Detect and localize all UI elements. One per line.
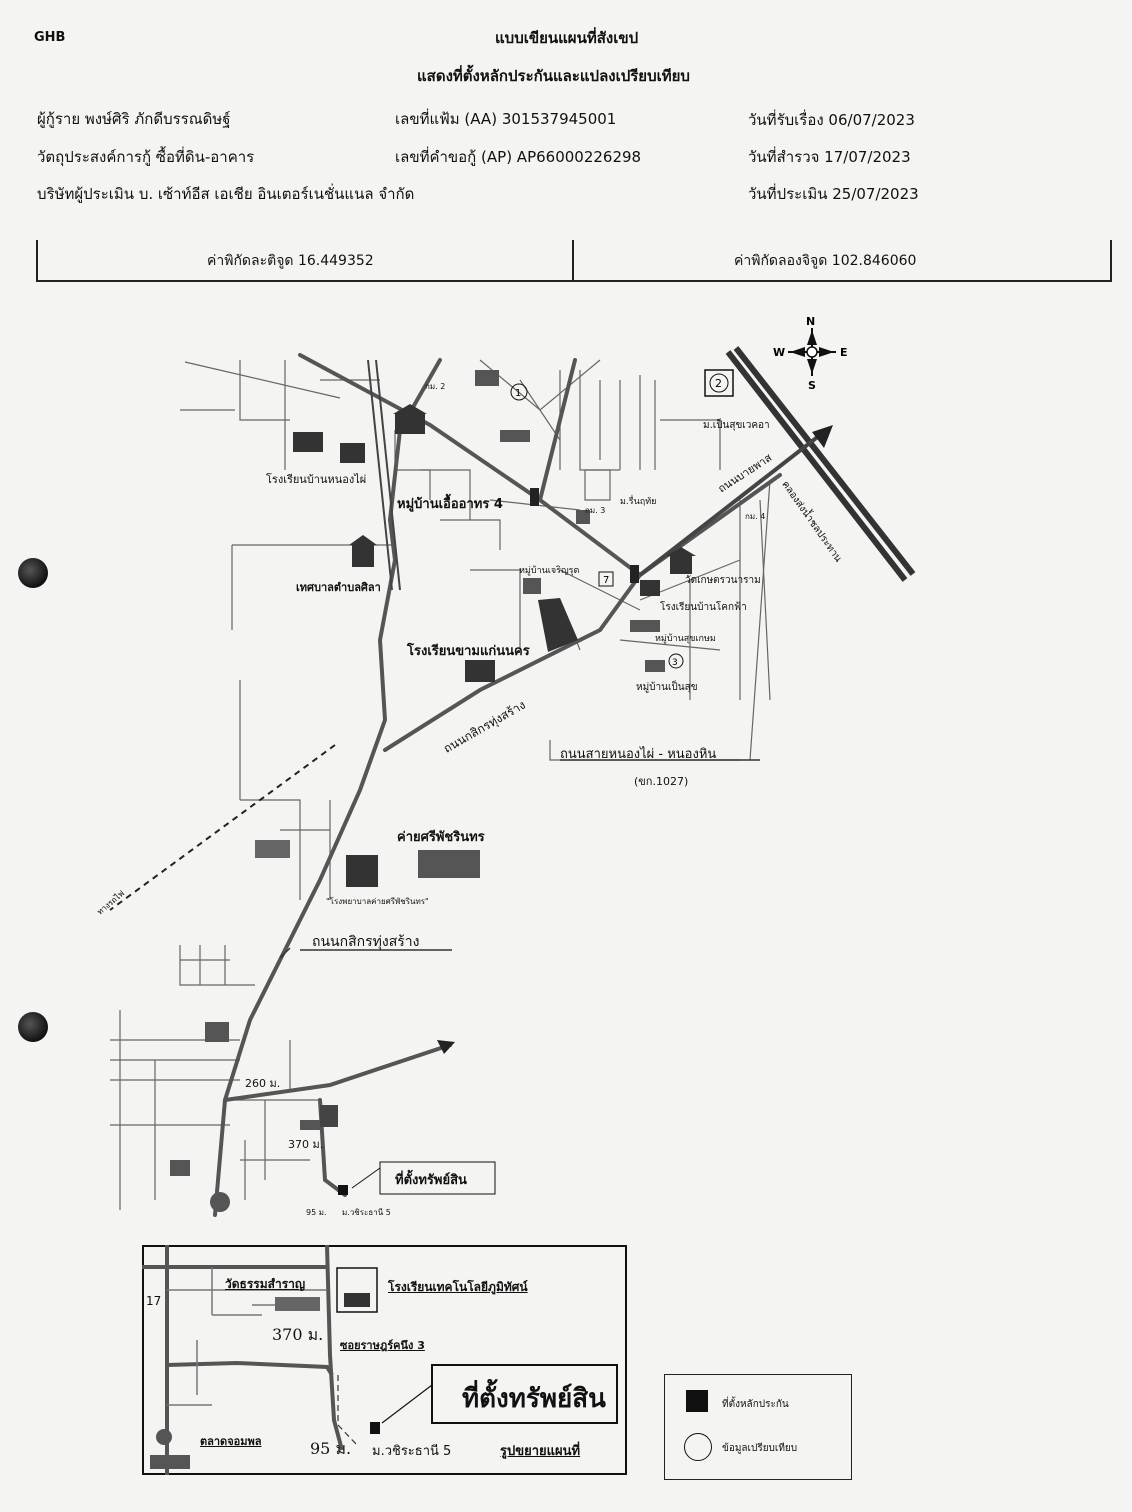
inset-property-callout [381, 1384, 433, 1424]
label-m-wachira: ม.วชิระธานี 5 [342, 1208, 391, 1217]
label-muban-suk-kasem: หมู่บ้านสุขเกษม [655, 634, 716, 644]
railway-line [109, 744, 336, 911]
longitude-value: ค่าพิกัดลองจิจูด 102.846060 [734, 253, 917, 269]
inset-school-icon [336, 1267, 378, 1313]
traffic-light-2 [630, 565, 639, 583]
svg-text:7: 7 [603, 575, 609, 586]
comparison-circle-3 [668, 653, 684, 669]
appraisal-date: วันที่ประเมิน 25/07/2023 [748, 185, 919, 203]
comparison-box-2 [704, 369, 734, 397]
compass-icon [788, 328, 836, 376]
received-date: วันที่รับเรื่อง 06/07/2023 [748, 111, 915, 129]
property-label-box [379, 1161, 496, 1195]
traffic-light-1 [530, 488, 539, 506]
binder-hole-bottom [18, 1012, 48, 1042]
store-7-icon [598, 571, 614, 587]
legend-collateral-swatch [686, 1390, 708, 1412]
purpose: วัตถุประสงค์การกู้ ซื้อที่ดิน-อาคาร [37, 148, 255, 166]
svg-text:3: 3 [672, 658, 678, 668]
inset-distance-95: 95 ม. [310, 1439, 352, 1458]
inset-market-label: ตลาดจอมพล [200, 1435, 262, 1448]
label-m-pensuk-vegas: ม.เป็นสุขเวคอา [703, 420, 770, 431]
label-school-nongphai: โรงเรียนบ้านหนองไผ่ [266, 473, 367, 486]
inset-soi-label: ซอยราษฎร์คนึง 3 [340, 1339, 425, 1352]
compass-w: W [773, 346, 785, 359]
request-number: เลขที่คำขอกู้ (AP) AP66000226298 [395, 148, 642, 166]
label-km3: กม. 3 [585, 506, 606, 515]
label-muban-jaroenrut: หมู่บ้านเจริญรุต [519, 566, 580, 576]
inset-side-number: 17 [146, 1294, 162, 1308]
village-block [538, 598, 578, 652]
label-m-ruenruesa: ม.รื่นฤทัย [620, 497, 657, 507]
bypass-arrow [638, 433, 822, 577]
inset-collateral-marker [370, 1422, 380, 1434]
building-icons [170, 370, 696, 1212]
label-thesaban: เทศบาลตำบลศิลา [296, 581, 381, 594]
label-distance-370: 370 ม. [288, 1138, 324, 1151]
label-road-code: (ขก.1027) [634, 775, 689, 788]
label-property-small: ที่ตั้งทรัพย์สิน [395, 1173, 467, 1188]
inset-school-label: โรงเรียนเทคโนโลยีภูมิทัศน์ [388, 1280, 528, 1294]
borrower: ผู้กู้ราย พงษ์ศิริ ภักดีบรรณดิษฐ์ [37, 110, 231, 128]
label-muban-uea-athon: หมู่บ้านเอื้ออาทร 4 [397, 497, 503, 512]
label-road-kasikorn-main: ถนนกสิกรทุ่งสร้าง [312, 934, 420, 950]
label-school-kokfa: โรงเรียนบ้านโคกฟ้า [660, 602, 747, 613]
coordinate-bar [36, 240, 1112, 282]
title-sub: แสดงที่ตั้งหลักประกันและแปลงเปรียบเทียบ [417, 67, 690, 85]
inset-map [142, 1245, 627, 1475]
label-distance-95: 95 ม. [306, 1208, 327, 1217]
minor-roads [110, 359, 771, 1210]
inset-property-label: ที่ตั้งทรัพย์สิน [462, 1384, 606, 1414]
survey-date: วันที่สำรวจ 17/07/2023 [748, 148, 911, 166]
logo: GHB [34, 30, 66, 45]
legend-collateral-label: ที่ตั้งหลักประกัน [722, 1399, 789, 1410]
inset-wat-label: วัดธรรมสำราญ [225, 1277, 306, 1291]
inset-property-box [431, 1364, 618, 1424]
label-km2: กม. 2 [425, 382, 446, 391]
compass-e: E [840, 346, 848, 359]
label-camp: ค่ายศรีพัชรินทร [397, 830, 485, 845]
label-wat-kaset: วัดเกษตรวนาราม [685, 575, 761, 586]
coordinate-divider [572, 240, 574, 280]
canal-line [725, 346, 916, 582]
compass-s: S [808, 379, 816, 392]
comparison-circle-1 [510, 383, 528, 401]
latitude-value: ค่าพิกัดละติจูด 16.449352 [207, 253, 374, 269]
svg-text:2: 2 [715, 377, 722, 390]
appraiser: บริษัทผู้ประเมิน บ. เซ้าท์อีส เอเชีย อิน… [37, 185, 415, 203]
legend-comparison-icon [684, 1433, 712, 1461]
title-main: แบบเขียนแผนที่สังเขป [495, 29, 639, 47]
inset-distance-370: 370 ม. [272, 1325, 324, 1344]
svg-text:1: 1 [515, 388, 521, 399]
property-callout [351, 1167, 381, 1189]
inset-village-label: ม.วชิระธานี 5 [372, 1444, 452, 1459]
binder-hole-top [18, 558, 48, 588]
label-camp-hospital: "โรงพยาบาลค่ายศรีพัชรินทร" [326, 897, 429, 906]
file-number: เลขที่แฟ้ม (AA) 301537945001 [395, 110, 617, 128]
label-km4: กม. 4 [745, 512, 766, 521]
label-distance-260: 260 ม. [245, 1077, 281, 1090]
label-road-nongphai-nonghin: ถนนสายหนองไผ่ - หนองหิน [560, 747, 717, 762]
legend-comparison-label: ข้อมูลเปรียบเทียบ [722, 1443, 798, 1454]
legend-box [664, 1374, 852, 1480]
compass-n: N [806, 315, 815, 328]
rail-double-line [367, 359, 401, 591]
label-muban-pensuk: หมู่บ้านเป็นสุข [636, 682, 698, 693]
label-school-kham-kaen: โรงเรียนขามแก่นนคร [407, 644, 530, 659]
inset-caption: รูปขยายแผนที่ [500, 1444, 581, 1459]
